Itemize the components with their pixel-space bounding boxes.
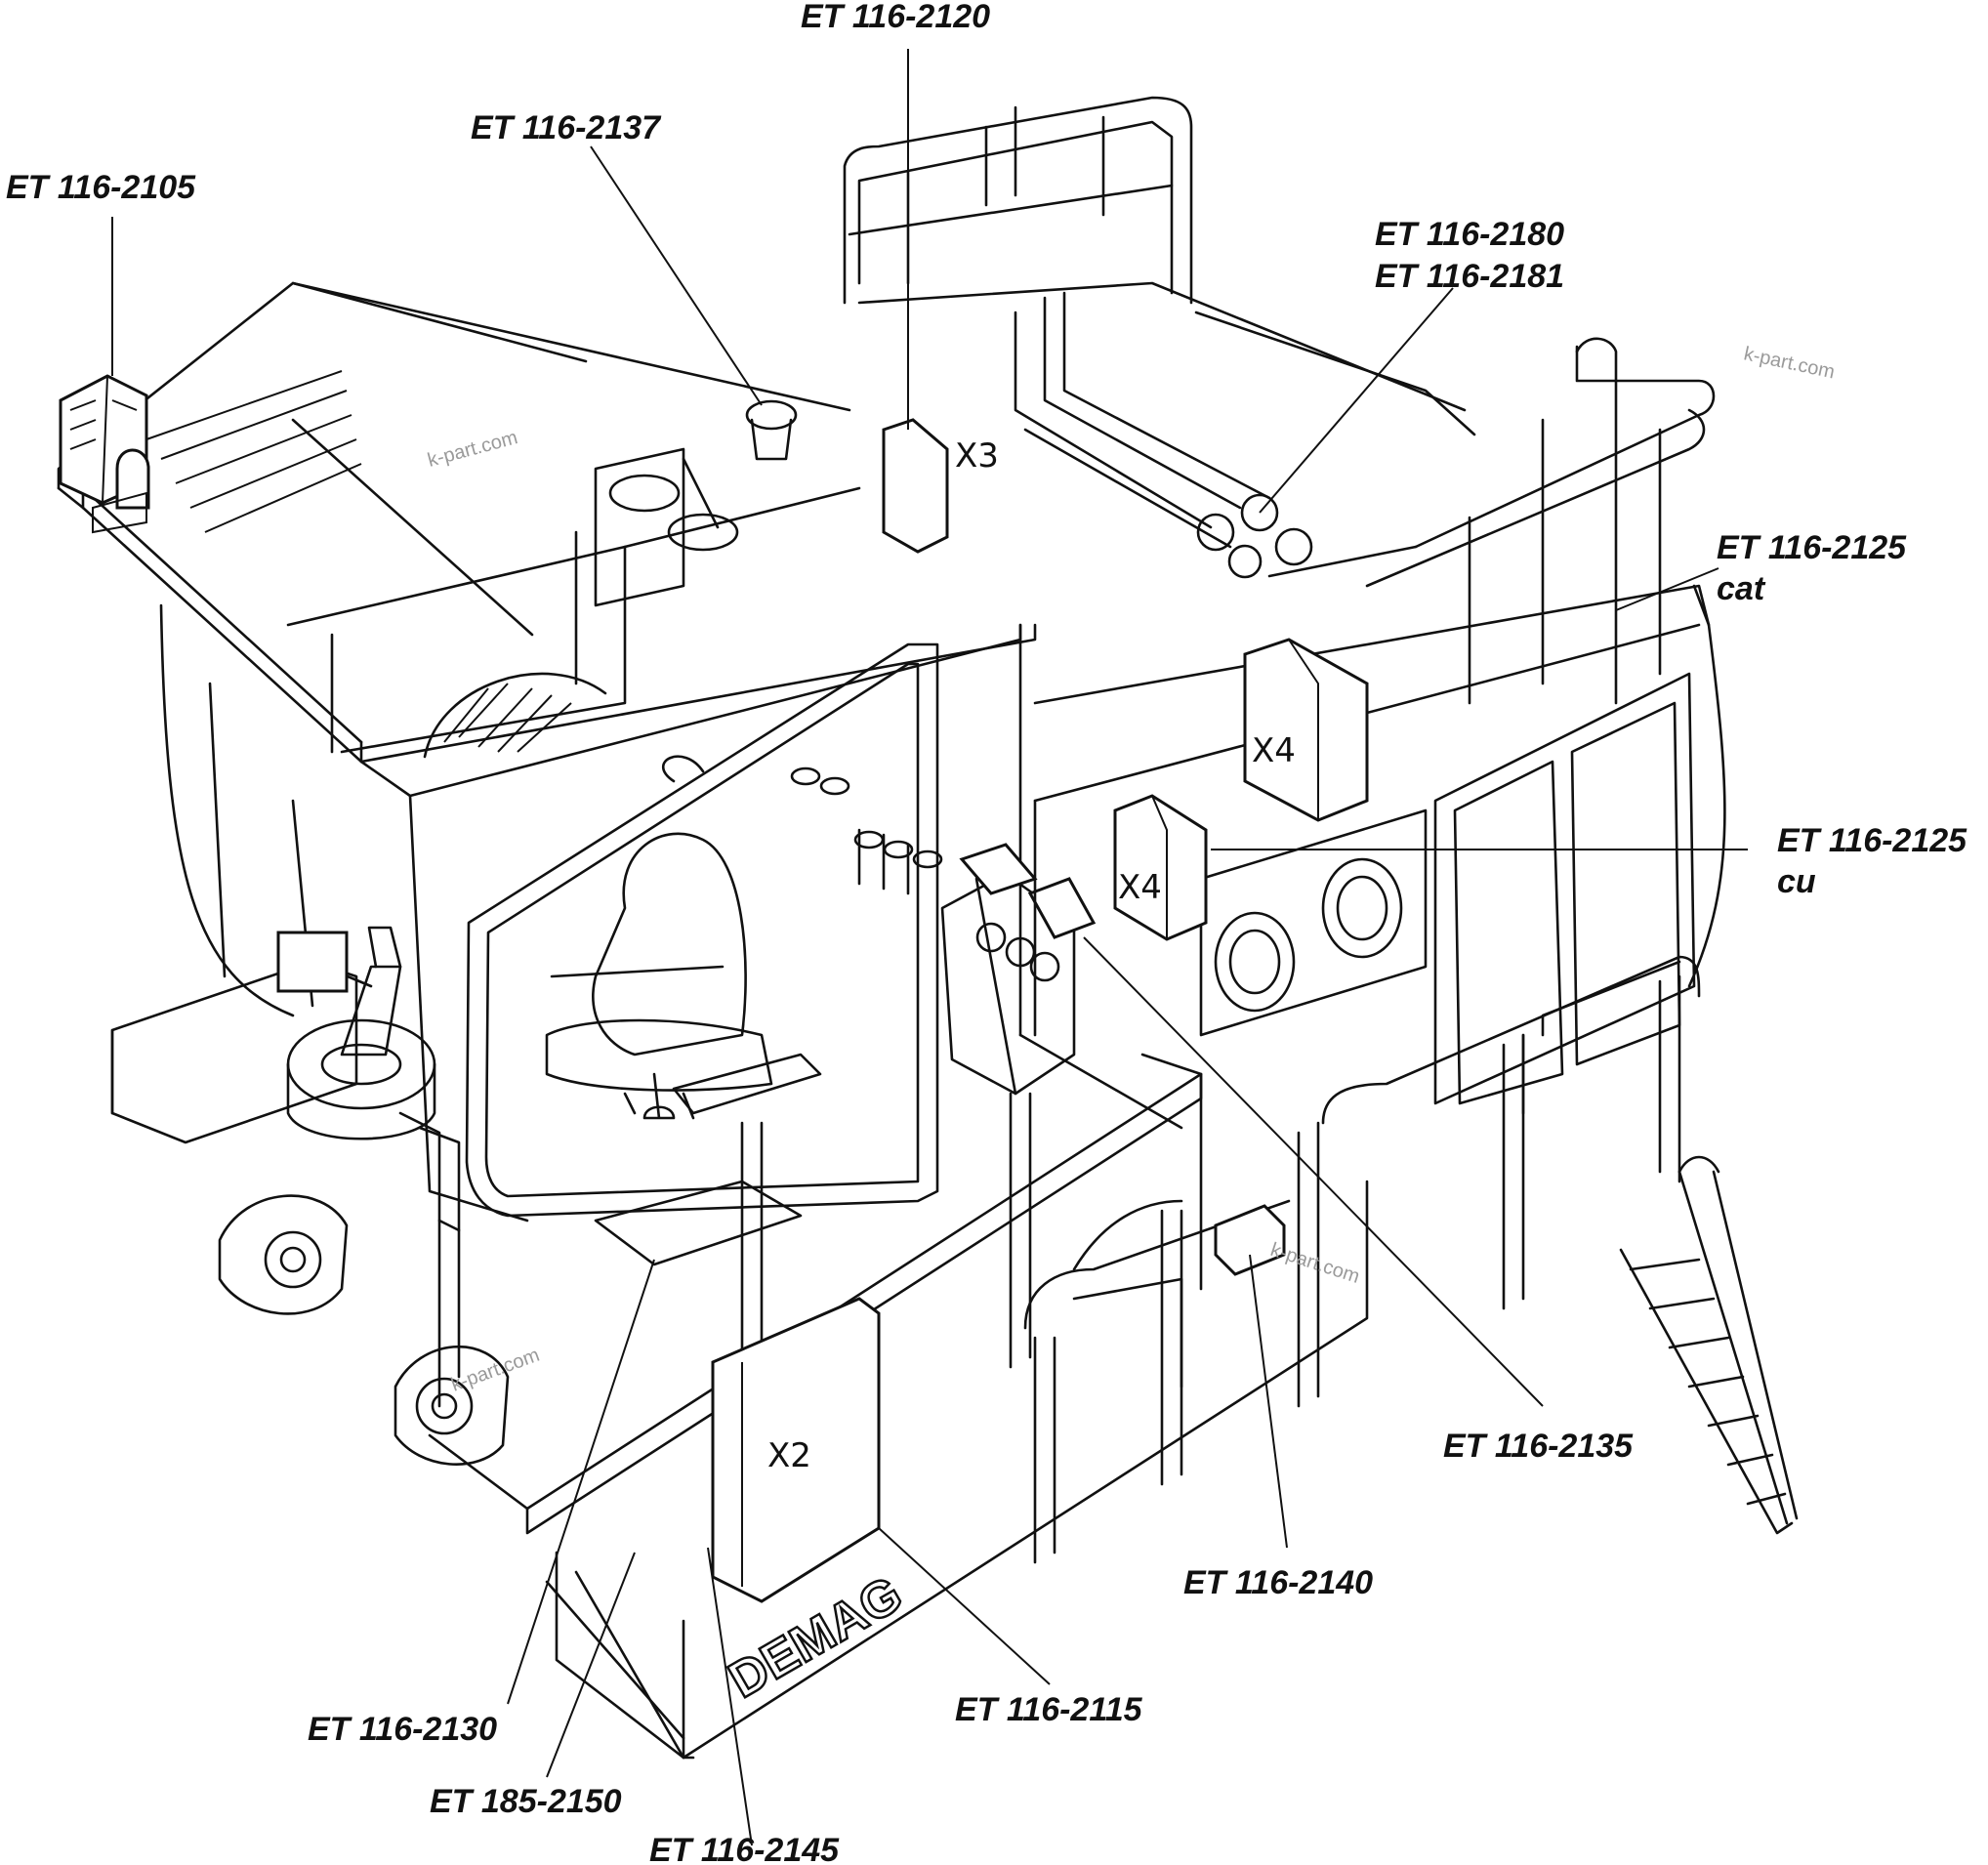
watermark: k-part.com [426,427,520,472]
callout-et-116-2125-cat: ET 116-2125 [1717,529,1907,566]
callout-et-116-2135: ET 116-2135 [1443,1428,1634,1465]
marker-x4-mid: X4 [1118,868,1162,907]
callout-et-116-2130: ET 116-2130 [308,1711,497,1748]
watermark: k-part.com [1742,343,1837,383]
filter-housings [1199,808,1428,1037]
machine-drawing [57,96,1799,1760]
handrail-lower [398,955,1701,1564]
callout-et-116-2105: ET 116-2105 [6,169,196,206]
roller-left [218,1194,510,1466]
control-valve-block [790,767,1076,1096]
cab-roof-fixtures [594,447,739,607]
component-markers: X3 X4 X4 X2 [767,436,1296,1475]
handrail-upper [843,96,1193,305]
electrical-components [59,374,1369,1603]
callout-et-116-2125-cu: ET 116-2125 [1777,822,1967,859]
leader-lines [111,49,1748,1846]
callout-et-116-2140: ET 116-2140 [1183,1564,1373,1601]
watermark: k-part.com [448,1345,542,1396]
access-ladder [1619,1155,1799,1535]
marker-x4-top: X4 [1252,731,1296,770]
callout-et-116-2145: ET 116-2145 [649,1832,840,1865]
callout-et-116-2115: ET 116-2115 [955,1691,1143,1728]
watermark: k-part.com [1267,1239,1362,1288]
callout-et-116-2137: ET 116-2137 [471,109,662,146]
swing-motor [286,926,436,1140]
callout-et-185-2150: ET 185-2150 [430,1783,622,1820]
lamp-box-2105 [59,374,150,534]
callout-et-116-2181: ET 116-2181 [1375,258,1564,295]
callout-variant-cu: cu [1777,863,1816,900]
marker-x3: X3 [955,436,999,476]
cooling-fan [423,672,607,759]
callout-labels: ET 116-2120 ET 116-2137 ET 116-2105 ET 1… [6,0,1967,1865]
beacon-light [745,399,798,461]
callout-variant-cat: cat [1717,570,1766,607]
callout-et-116-2120: ET 116-2120 [801,0,990,35]
operator-seat [545,755,773,1120]
callout-et-116-2180: ET 116-2180 [1375,216,1564,253]
exhaust-pipes [1014,291,1313,579]
handrail-right [1267,337,1716,705]
marker-x2: X2 [767,1436,811,1475]
connector-modules [959,843,1097,939]
